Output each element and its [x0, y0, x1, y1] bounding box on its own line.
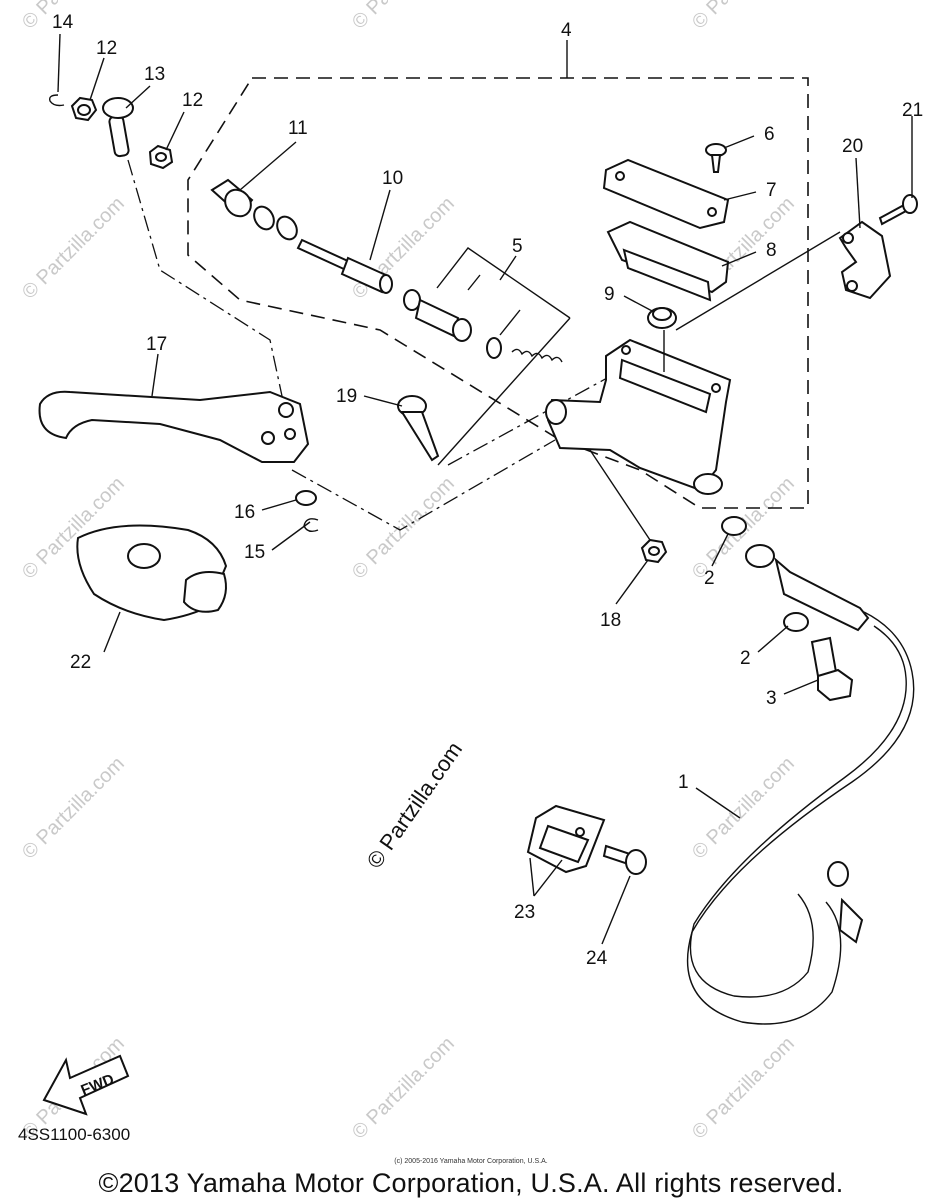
- lever-cover-22: [76, 524, 228, 622]
- watermark: © Partzilla.com: [18, 753, 129, 864]
- callout-7: 7: [766, 180, 777, 201]
- callout-11: 11: [288, 118, 308, 139]
- washer-2b: [783, 612, 809, 632]
- callout-22: 22: [70, 652, 91, 673]
- callout-12: 12: [182, 90, 203, 111]
- alignment-line: [127, 159, 286, 411]
- watermark: © Partzilla.com: [348, 0, 459, 34]
- callout-19: 19: [336, 386, 357, 407]
- circlip-14: [48, 94, 65, 107]
- callout-14: 14: [52, 12, 74, 33]
- callout-23: 23: [514, 902, 535, 923]
- callout-18: 18: [600, 610, 621, 631]
- reservoir-cap-7: [602, 158, 730, 230]
- diaphragm-8: [606, 220, 730, 302]
- watermark: © Partzilla.com: [688, 0, 799, 34]
- push-rod-10: [296, 238, 393, 294]
- float-9: [647, 307, 677, 329]
- callout-6: 6: [764, 124, 775, 145]
- lever-17: [38, 390, 310, 463]
- callout-17: 17: [146, 334, 167, 355]
- screw-6: [705, 143, 727, 173]
- watermark: © Partzilla.com: [348, 1033, 459, 1144]
- nut-12b: [148, 144, 174, 170]
- callout-24: 24: [586, 948, 608, 969]
- callout-labels: 14 12 13 12 11 10 4 5 6 7 8 9 20 21 17 1…: [52, 12, 923, 969]
- leader-line: [589, 449, 651, 541]
- callout-3: 3: [766, 688, 777, 709]
- nut-18: [640, 538, 668, 564]
- callout-2: 2: [704, 568, 715, 589]
- callout-16: 16: [234, 502, 255, 523]
- callout-15: 15: [244, 542, 265, 563]
- clamp-20: [838, 220, 892, 300]
- callout-5: 5: [512, 236, 523, 257]
- watermark: © Partzilla.com: [688, 753, 799, 864]
- piston-kit-5: [403, 247, 571, 466]
- assembly-4-outline: [187, 77, 809, 509]
- boot-11: [210, 178, 254, 218]
- bolt-21: [878, 194, 918, 226]
- circlip-ring: [253, 205, 275, 231]
- callout-21: 21: [902, 100, 923, 121]
- union-bolt-3: [810, 636, 854, 702]
- callout-4: 4: [561, 20, 572, 41]
- watermark: © Partzilla.com: [18, 0, 129, 34]
- watermark-main: © Partzilla.com: [362, 737, 468, 873]
- watermark: © Partzilla.com: [18, 193, 129, 304]
- watermark: © Partzilla.com: [348, 193, 459, 304]
- hose-1: [686, 544, 915, 1025]
- copyright-notice: ©2013 Yamaha Motor Corporation, U.S.A. A…: [98, 1168, 844, 1198]
- callout-10: 10: [382, 168, 403, 189]
- bolt-13: [102, 97, 134, 158]
- washer-16: [295, 490, 317, 506]
- nut-12: [70, 96, 98, 122]
- master-cylinder-body: [545, 338, 732, 495]
- alignment-line: [291, 439, 556, 531]
- pivot-bolt-19: [397, 395, 440, 462]
- washer-ring: [276, 215, 298, 241]
- callout-2: 2: [740, 648, 751, 669]
- callout-8: 8: [766, 240, 777, 261]
- washer-2a: [721, 516, 747, 536]
- clip-23: [526, 804, 606, 874]
- watermark: © Partzilla.com: [688, 1033, 799, 1144]
- leader-lines: [57, 33, 913, 945]
- callout-12: 12: [96, 38, 117, 59]
- leader-line: [675, 231, 841, 331]
- diagram-code: 4SS1100-6300: [18, 1125, 131, 1144]
- bolt-24: [602, 844, 647, 875]
- callout-9: 9: [604, 284, 615, 305]
- callout-13: 13: [144, 64, 165, 85]
- small-credit: (c) 2005-2016 Yamaha Motor Corporation, …: [394, 1158, 548, 1165]
- callout-20: 20: [842, 136, 863, 157]
- callout-1: 1: [678, 772, 689, 793]
